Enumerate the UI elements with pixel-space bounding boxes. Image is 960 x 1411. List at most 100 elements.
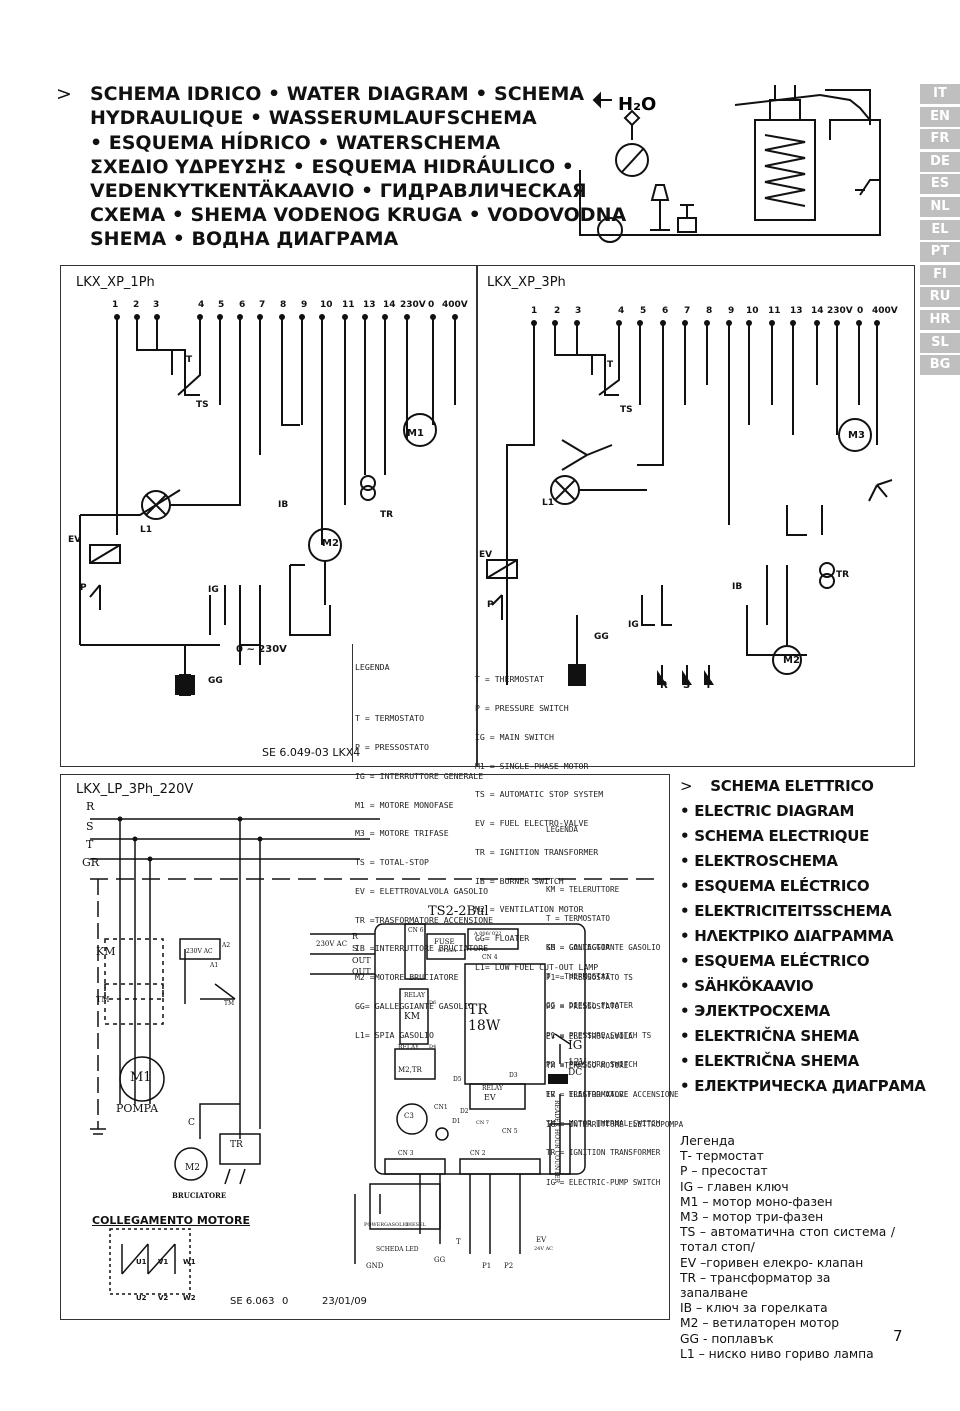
diagram-lp-frame bbox=[60, 774, 670, 1320]
legend-line: GG - поплавък bbox=[680, 1331, 774, 1346]
motor-terminal: V1 bbox=[158, 1258, 169, 1266]
input-r-label: R bbox=[352, 932, 359, 941]
hydraulic-schematic: H₂O bbox=[579, 85, 881, 243]
legend-line: IG = ELECTRIC-PUMP SWITCH bbox=[546, 1177, 661, 1187]
language-tab[interactable]: EL bbox=[920, 219, 960, 240]
motor-terminal: W1 bbox=[183, 1258, 196, 1266]
language-tab[interactable]: DE bbox=[920, 151, 960, 172]
language-tabs: IT EN FR DE ES NL EL PT FI RU HR SL BG bbox=[920, 84, 960, 378]
led-board-label: SCHEDA LED bbox=[376, 1246, 419, 1253]
terminal-label: 4 bbox=[618, 306, 625, 316]
diagram-lp-title: LKX_LP_3Ph_220V bbox=[76, 782, 194, 797]
language-tab[interactable]: FR bbox=[920, 129, 960, 150]
floater-label: GG bbox=[208, 676, 223, 686]
d2-label: D2 bbox=[460, 1108, 469, 1115]
legend-line: TR = IGNITION TRANSFORMER bbox=[546, 1148, 661, 1158]
diagram-3ph-title: LKX_XP_3Ph bbox=[487, 275, 566, 290]
terminal-label: 230V bbox=[400, 300, 426, 310]
floater-label: GG bbox=[594, 632, 609, 642]
main-switch-label: IG bbox=[628, 620, 639, 630]
motor-m3-label: M3 bbox=[848, 430, 865, 441]
fuse-spec-label: A 006/ 022 bbox=[474, 931, 502, 937]
terminal-label: 11 bbox=[342, 300, 355, 310]
language-tab[interactable]: IT bbox=[920, 84, 960, 104]
board-tr-label: TR bbox=[468, 1002, 488, 1018]
terminal-label: 8 bbox=[706, 306, 713, 316]
diagram-lp-ref: SE 6.063 bbox=[230, 1296, 275, 1307]
thermal-label: TM bbox=[96, 995, 110, 1004]
legend-line: T = TERMOSTATO bbox=[355, 713, 425, 724]
legend-line: TM =TERMICO MOTORE bbox=[546, 1060, 629, 1070]
language-tab[interactable]: RU bbox=[920, 287, 960, 308]
terminal-label: 7 bbox=[259, 300, 266, 310]
transformer-label: TR bbox=[230, 1140, 243, 1150]
language-tab[interactable]: NL bbox=[920, 196, 960, 217]
legend-line: IG – главен ключ bbox=[680, 1179, 789, 1194]
electric-title-item: • ESQUEMA ELÉCTRICO bbox=[680, 952, 870, 970]
fuse-value: 0.125A bbox=[438, 948, 456, 954]
terminal-label: 14 bbox=[811, 306, 824, 316]
language-tab[interactable]: BG bbox=[920, 355, 960, 376]
board-label: TS2-2Bul bbox=[428, 904, 489, 919]
legend-line: EV = FUEL ELECTRO-VALVE bbox=[475, 818, 589, 829]
language-tab[interactable]: PT bbox=[920, 242, 960, 263]
motor-m2-label: M2 bbox=[783, 655, 800, 666]
legend-line: EV = ELECTRO-VALVE bbox=[546, 1089, 629, 1099]
legend-line: P2 = PRESSOSTATO bbox=[546, 1002, 620, 1012]
legend-line: T = TERMOSTATO bbox=[546, 913, 611, 923]
thermostat-label: T bbox=[186, 355, 193, 365]
terminal-label: 3 bbox=[575, 306, 582, 316]
cn6-label: CN 6 bbox=[408, 927, 424, 934]
wiring-lp bbox=[90, 816, 660, 1295]
diagram-1ph-ref: SE 6.049-03 LKX4 bbox=[262, 746, 361, 759]
phase-t-label: T bbox=[705, 680, 712, 691]
legend-line: P = PRESSOSTATO bbox=[355, 741, 429, 752]
legend-line: TS – автоматична стоп система / тотал ст… bbox=[680, 1225, 895, 1255]
ev-voltage-label: 24V AC bbox=[534, 1246, 553, 1252]
legend-line: L1 – ниско ниво гориво лампа bbox=[680, 1346, 874, 1361]
language-tab[interactable]: EN bbox=[920, 106, 960, 127]
electric-diagram-titles: >SCHEMA ELETTRICO • ELECTRIC DIAGRAM • S… bbox=[680, 774, 930, 1099]
terminal-label: 230V bbox=[827, 306, 853, 316]
legend-line: Р – пресостат bbox=[680, 1164, 768, 1179]
relay-m2tr-label: M2,TR bbox=[398, 1066, 422, 1074]
title-line: СХЕМА • SHEMA VODENOG KRUGA • VODOVODNA bbox=[90, 204, 627, 226]
section-arrow: > bbox=[56, 83, 72, 105]
terminal-label: 10 bbox=[320, 300, 333, 310]
legend-en-upper: T = THERMOSTAT P = PRESSURE SWITCH IG = … bbox=[475, 656, 603, 982]
language-tab[interactable]: HR bbox=[920, 309, 960, 330]
legend-line: Легенда bbox=[680, 1134, 735, 1148]
legend-line: GG= GALLEGGIANTE GASOLIO bbox=[355, 1000, 474, 1011]
language-tab[interactable]: ES bbox=[920, 174, 960, 195]
diesel-led-label: DIESEL bbox=[406, 1222, 427, 1228]
terminal-label: 11 bbox=[768, 306, 781, 316]
legend-line: М2 – ветилаторен мотор bbox=[680, 1316, 840, 1331]
gasoil-led-label: GASOLIO bbox=[384, 1222, 409, 1228]
transformer-label: TR bbox=[380, 510, 394, 520]
motor-terminal: V2 bbox=[158, 1294, 169, 1302]
fuse-label: FUSE bbox=[434, 938, 455, 946]
c3-label: C3 bbox=[404, 1112, 414, 1120]
dc-label: DC bbox=[568, 1068, 583, 1078]
wiring-1ph bbox=[79, 314, 458, 696]
hour-counter-label: READER HOUR COUNTER bbox=[553, 1100, 560, 1184]
gnd-label: GND bbox=[366, 1262, 384, 1270]
electric-title-item: • ELEKTRIČNA SHEMA bbox=[680, 1052, 859, 1070]
burner-switch-label: IB bbox=[732, 582, 743, 592]
pressure-switch-label: P bbox=[487, 600, 494, 610]
language-tab[interactable]: FI bbox=[920, 264, 960, 285]
legend-line: L1= LOW FUEL CUT-OUT LAMP bbox=[475, 962, 599, 972]
electric-title-item: • ELECTRIC DIAGRAM bbox=[680, 802, 855, 820]
legend-line: TS = TOTAL-STOP bbox=[355, 857, 429, 868]
motor-terminal: U2 bbox=[136, 1294, 147, 1302]
title-line: VEDENKYTKENTÄKAAVIO • ГИДРАВЛИЧЕСКАЯ bbox=[90, 180, 587, 202]
legend-line: P2 = PRESSURE SWITCH bbox=[546, 1060, 638, 1070]
terminal-label: 3 bbox=[153, 300, 160, 310]
legend-line: M1 = MOTORE MONOFASE bbox=[355, 799, 454, 810]
language-tab[interactable]: SL bbox=[920, 332, 960, 353]
legend-line: IG = MAIN SWITCH bbox=[475, 731, 554, 742]
legend-line: M3 = MOTORE TRIFASE bbox=[355, 828, 449, 839]
electric-title-item: • SCHEMA ELECTRIQUE bbox=[680, 827, 870, 845]
motor-terminal: U1 bbox=[136, 1258, 147, 1266]
legend-line: IG = INTERRUTTORE GENERALE bbox=[355, 770, 484, 781]
